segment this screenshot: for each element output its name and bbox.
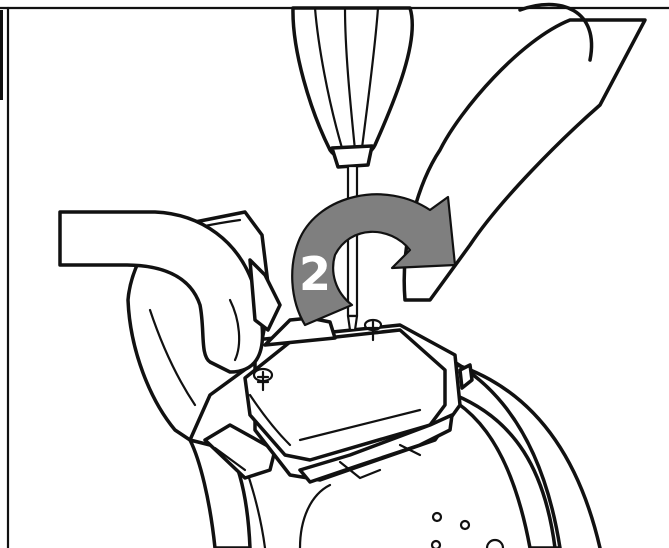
rotate-clockwise-arrow-icon: 2 (292, 194, 455, 325)
step-number: 2 (299, 247, 331, 301)
cover-module (245, 318, 460, 482)
